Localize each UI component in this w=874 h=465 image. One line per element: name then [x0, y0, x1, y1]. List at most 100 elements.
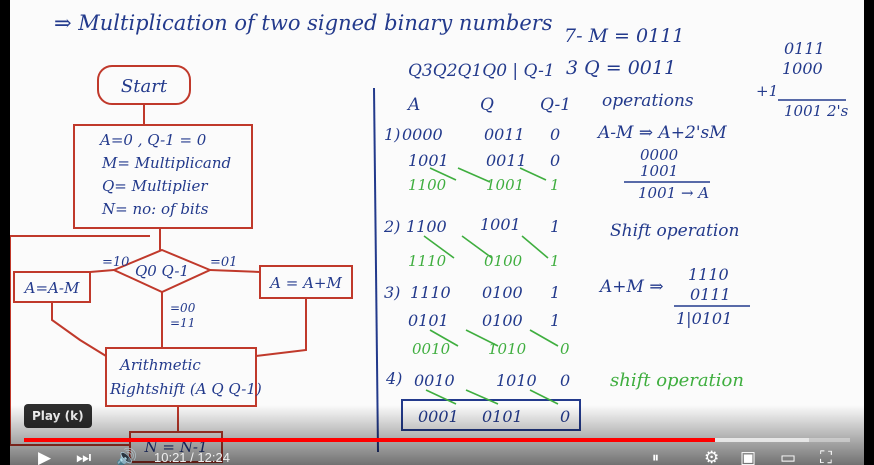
edge-label-11: =11 — [170, 316, 195, 330]
op-add-formula: A+M ⇒ — [598, 277, 664, 297]
row-7-q: 0100 — [482, 311, 523, 330]
row-5: 1110 0100 1 — [408, 252, 560, 270]
row-5-q1: 1 — [550, 252, 560, 270]
shift-box-line-2: Rightshift (A Q Q-1) — [109, 380, 262, 398]
row-1-q1: 0 — [550, 125, 560, 144]
volume-icon[interactable]: 🔊 — [116, 448, 138, 465]
row-1-q: 0011 — [484, 125, 525, 144]
autoplay-toggle-icon[interactable]: ⏸ — [652, 450, 659, 465]
time-separator: / — [186, 450, 198, 465]
row-3-q1: 1 — [550, 176, 560, 194]
row-3-q: 1001 — [486, 176, 524, 194]
row-4: 2) 1100 1001 1 — [383, 215, 560, 236]
side-calc-4: 1001 2's — [784, 102, 849, 120]
row-8-q: 1010 — [488, 340, 527, 358]
header-a: A — [406, 95, 420, 115]
row-1: 1) 0000 0011 0 — [384, 125, 560, 144]
decision-label: Q0 Q-1 — [135, 262, 189, 280]
arrow-sub-shift — [51, 302, 107, 357]
row-7-q1: 1 — [550, 311, 560, 330]
sub-box-label: A=A-M — [23, 279, 80, 297]
init-line-4: N= no: of bits — [101, 200, 209, 218]
op-sub-line-2: 1001 — [640, 162, 678, 180]
start-label: Start — [121, 76, 168, 97]
play-icon[interactable]: ▶ — [38, 448, 52, 465]
op-shift-1: Shift operation — [610, 221, 739, 241]
row-2-q: 0011 — [486, 151, 527, 170]
header-q-1: Q-1 — [540, 95, 571, 115]
op-shift-2: shift operation — [610, 370, 744, 391]
row-3-a: 1100 — [408, 176, 447, 194]
edge-label-01: =01 — [210, 255, 237, 270]
op-add-line-3: 1|0101 — [676, 309, 732, 328]
edge-label-10: =10 — [102, 255, 129, 270]
row-1-step: 1) — [384, 125, 400, 144]
progress-played — [24, 438, 715, 442]
control-bar: ▶ ⏭ 🔊 10:21 / 12:24 ⏸ ⚙ ▣ ▭ ⛶ — [24, 448, 850, 465]
row-9-step: 4) — [385, 369, 402, 388]
row-9-q1: 0 — [560, 371, 570, 390]
letterbox-left — [0, 0, 10, 465]
side-calc-1: 0111 — [784, 39, 825, 58]
row-4-a: 1100 — [406, 217, 447, 236]
given-q: 3 Q = 0011 — [566, 57, 676, 79]
row-6-q1: 1 — [550, 283, 560, 302]
row-9-a: 0010 — [414, 371, 455, 390]
arrow-to-sub — [89, 269, 115, 273]
miniplayer-icon[interactable]: ▣ — [740, 448, 757, 465]
register-label: Q3Q2Q1Q0 | Q-1 — [408, 61, 555, 81]
header-q: Q — [480, 95, 494, 115]
op-add-line-2: 0111 — [690, 285, 731, 304]
header-operations: operations — [602, 91, 694, 111]
init-line-1: A=0 , Q-1 = 0 — [98, 131, 207, 149]
row-4-step: 2) — [383, 217, 400, 236]
row-9-q: 1010 — [496, 371, 537, 390]
video-frame[interactable]: ⇒ Multiplication of two signed binary nu… — [10, 0, 864, 465]
init-box — [73, 124, 253, 229]
theater-icon[interactable]: ▭ — [780, 448, 797, 465]
row-4-q: 1001 — [480, 215, 521, 234]
row-10-q: 0101 — [482, 407, 523, 426]
row-2: 1001 0011 0 — [408, 151, 560, 170]
op-sub-line-1: 0000 — [640, 146, 679, 164]
arrow-add-shift — [255, 298, 307, 357]
letterbox-right — [864, 0, 874, 465]
row-4-q1: 1 — [550, 217, 560, 236]
row-8-q1: 0 — [560, 340, 570, 358]
row-8-a: 0010 — [412, 340, 451, 358]
side-calc-3: +1 — [756, 82, 778, 100]
op-sub-formula: A-M ⇒ A+2'sM — [596, 123, 727, 143]
divider-line — [373, 87, 379, 453]
row-10: 0001 0101 0 — [401, 399, 581, 431]
time-total: 12:24 — [197, 450, 230, 465]
shift-box-line-1: Arithmetic — [118, 356, 201, 374]
row-6-q: 0100 — [482, 283, 523, 302]
given-m: 7- M = 0111 — [564, 25, 684, 47]
row-2-q1: 0 — [550, 151, 560, 170]
row-6-step: 3) — [384, 283, 400, 302]
row-6: 3) 1110 0100 1 — [384, 283, 560, 302]
board-title: ⇒ Multiplication of two signed binary nu… — [54, 11, 553, 35]
time-current: 10:21 — [154, 450, 187, 465]
row-1-a: 0000 — [402, 125, 443, 144]
row-8: 0010 1010 0 — [412, 340, 570, 358]
row-5-a: 1110 — [408, 252, 447, 270]
op-sub-line-3: 1001 → A — [638, 184, 709, 202]
init-line-2: M= Multiplicand — [101, 154, 231, 172]
row-3: 1100 1001 1 — [408, 176, 560, 194]
row-10-a: 0001 — [418, 407, 459, 426]
time-display: 10:21 / 12:24 — [154, 450, 230, 465]
row-10-q1: 0 — [560, 407, 570, 426]
fullscreen-icon[interactable]: ⛶ — [820, 448, 832, 465]
op-add-line-1: 1110 — [688, 265, 729, 284]
next-icon[interactable]: ⏭ — [76, 448, 92, 465]
row-2-a: 1001 — [408, 151, 449, 170]
add-box-label: A = A+M — [268, 274, 342, 292]
init-line-3: Q= Multiplier — [102, 177, 208, 195]
progress-bar[interactable] — [24, 438, 850, 442]
row-9: 4) 0010 1010 0 — [385, 369, 570, 390]
settings-icon[interactable]: ⚙ — [704, 448, 720, 465]
shift-arrows — [423, 167, 559, 405]
row-6-a: 1110 — [410, 283, 451, 302]
